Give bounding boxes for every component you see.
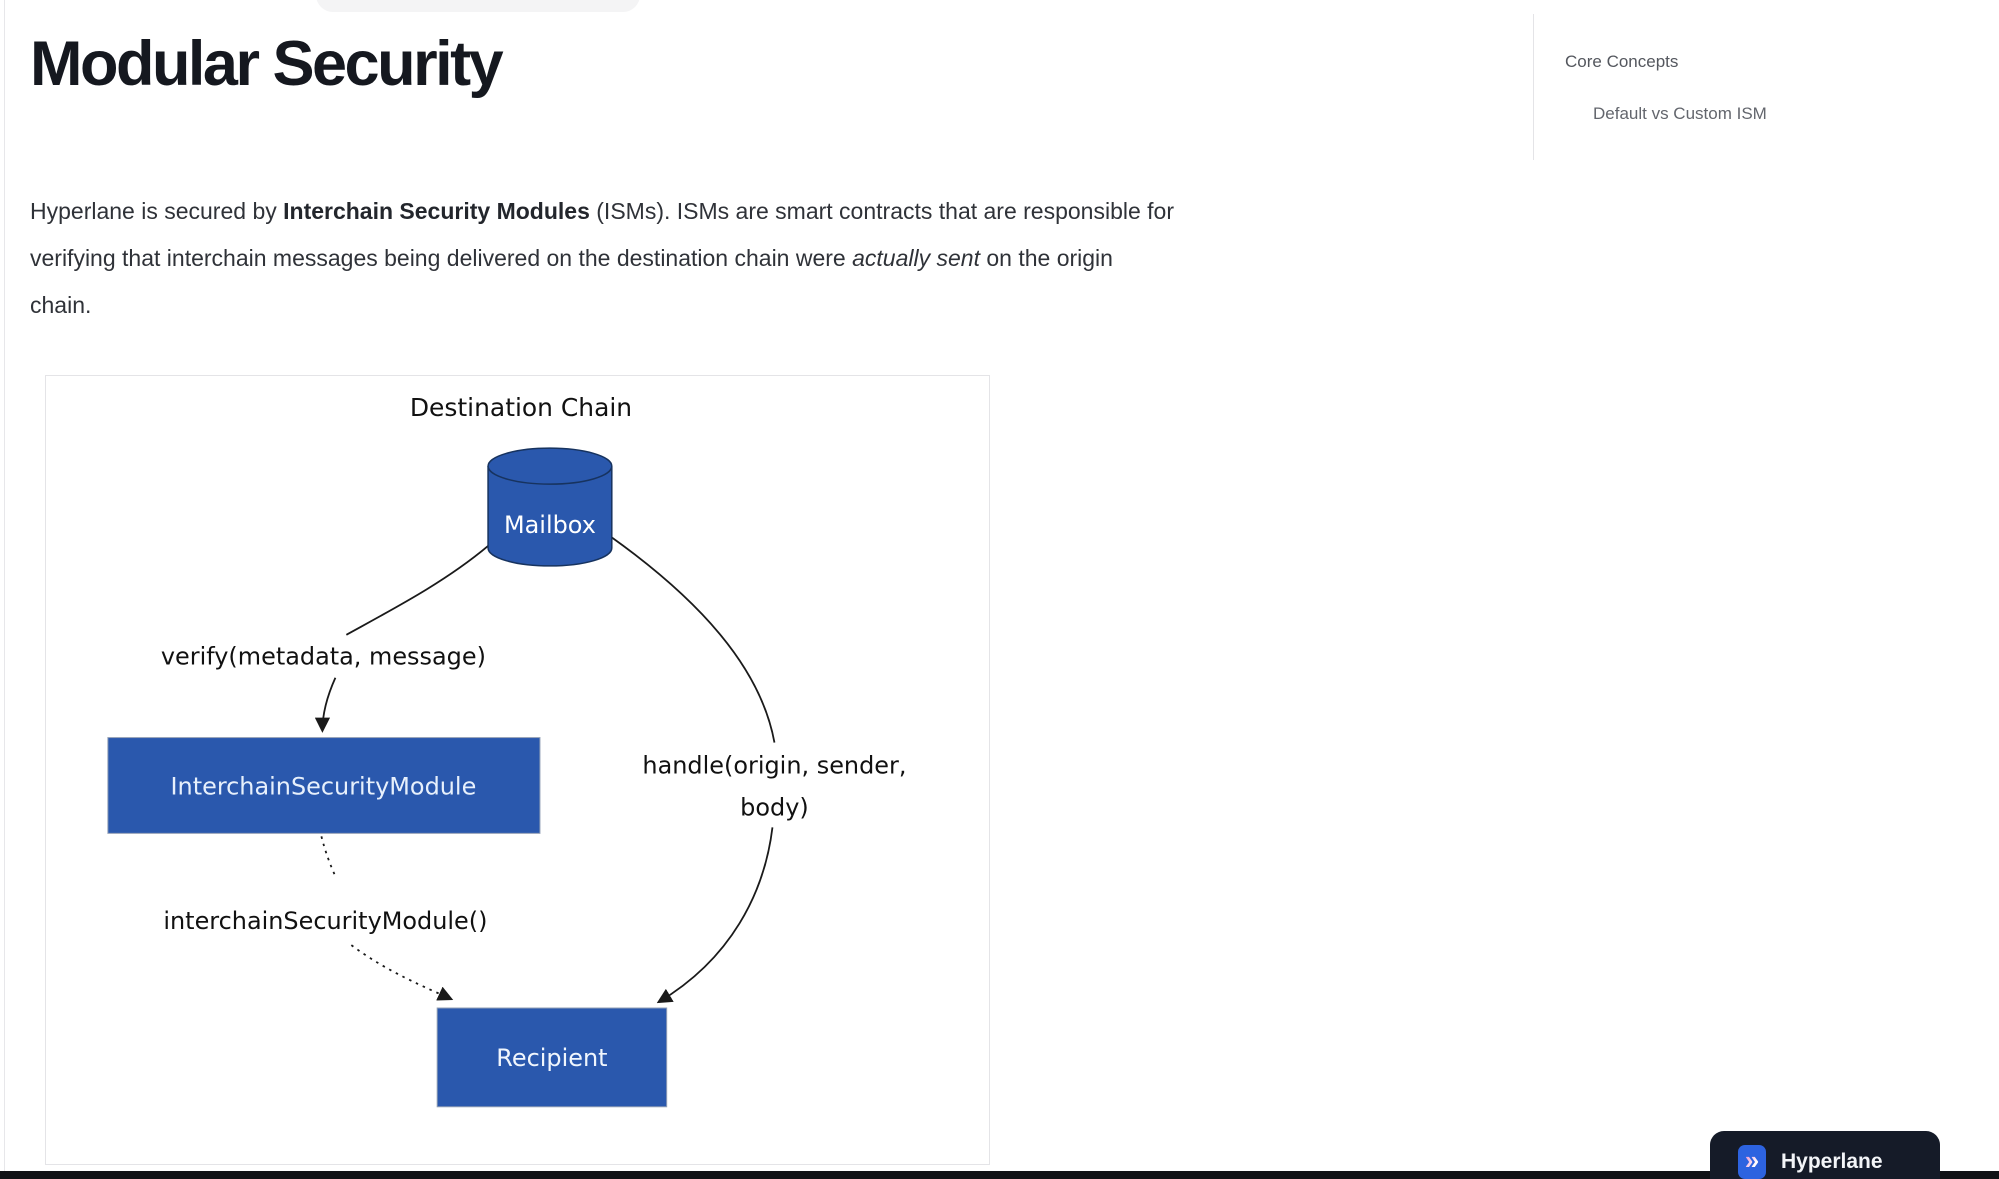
node-recipient: Recipient	[436, 1007, 668, 1108]
edge-handle-to-recipient	[656, 827, 774, 1004]
paragraph-text: on the origin	[979, 245, 1113, 271]
hyperlane-badge-label: Hyperlane	[1781, 1150, 1883, 1173]
paragraph-italic-text: actually sent	[852, 245, 980, 271]
top-cropped-pill	[316, 0, 640, 12]
edge-label-handle-line2: body)	[740, 793, 809, 821]
hyperlane-badge[interactable]: » Hyperlane	[1710, 1131, 1940, 1179]
paragraph-line: Hyperlane is secured by Interchain Secur…	[30, 188, 1490, 235]
hyperlane-logo-icon: »	[1738, 1145, 1766, 1179]
paragraph-line: verifying that interchain messages being…	[30, 235, 1490, 282]
node-mailbox-label: Mailbox	[504, 511, 596, 539]
paragraph-text: (ISMs). ISMs are smart contracts that ar…	[589, 198, 1175, 224]
paragraph-text: chain.	[30, 292, 92, 318]
edge-call-label-to-recipient-dotted	[350, 944, 454, 1001]
edge-label-verify: verify(metadata, message)	[161, 643, 486, 671]
diagram-title: Destination Chain	[410, 393, 632, 422]
ism-flow-diagram: Destination Chain Mailbox verify(metadat…	[45, 375, 990, 1165]
edge-mailbox-to-handle	[609, 535, 776, 743]
node-recipient-label: Recipient	[496, 1044, 607, 1072]
toc-item-default-vs-custom-ism[interactable]: Default vs Custom ISM	[1593, 104, 1767, 123]
edge-label-ism-call: interchainSecurityModule()	[163, 907, 487, 935]
bottom-edge-bar	[0, 1171, 1999, 1179]
node-ism-label: InterchainSecurityModule	[170, 772, 476, 800]
paragraph-line: chain.	[30, 282, 1490, 329]
paragraph-bold-text: Interchain Security Modules	[283, 198, 590, 224]
toc-section-core-concepts[interactable]: Core Concepts	[1565, 52, 1679, 71]
node-mailbox: Mailbox	[487, 447, 613, 567]
paragraph-text: verifying that interchain messages being…	[30, 245, 853, 271]
paragraph-text: Hyperlane is secured by	[30, 198, 284, 224]
edge-mailbox-to-verify	[345, 545, 489, 636]
toc-divider	[1533, 14, 1534, 160]
left-edge-divider	[4, 0, 5, 1179]
page-title: Modular Security	[30, 29, 504, 99]
intro-paragraph: Hyperlane is secured by Interchain Secur…	[30, 188, 1490, 329]
diagram-svg: Destination Chain Mailbox verify(metadat…	[107, 393, 906, 1108]
node-interchain-security-module: InterchainSecurityModule	[107, 737, 541, 834]
double-chevron-icon: »	[1744, 1145, 1760, 1175]
edge-label-handle-line1: handle(origin, sender,	[642, 751, 906, 779]
edge-ism-to-call-label-dotted	[320, 836, 337, 877]
edge-verify-to-ism	[314, 677, 337, 733]
